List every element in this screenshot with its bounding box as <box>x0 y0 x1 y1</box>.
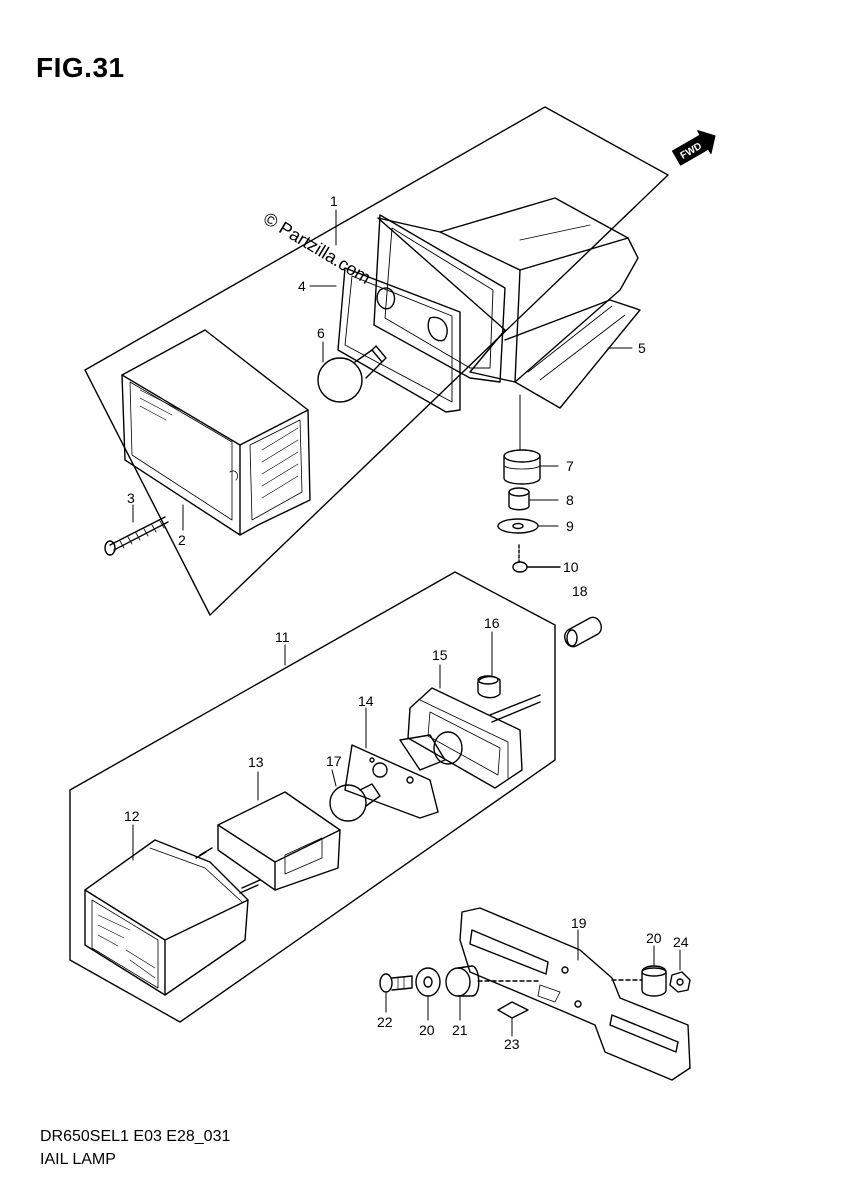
callout-20-left: 20 <box>419 1022 435 1038</box>
figure-title: FIG.31 <box>36 52 125 83</box>
callout-21: 21 <box>452 1022 468 1038</box>
callout-22: 22 <box>377 1014 393 1030</box>
callout-9: 9 <box>566 518 574 534</box>
watermark-text: © Partzilla.com <box>260 208 374 288</box>
lens-13 <box>217 791 341 891</box>
sleeve-18-icon <box>564 616 602 648</box>
screw-3-icon <box>104 516 169 556</box>
lens-12 <box>84 839 261 996</box>
callout-23: 23 <box>504 1036 520 1052</box>
callout-numbers: 1 2 3 4 5 6 7 8 9 10 11 12 13 14 15 16 1… <box>124 193 689 1052</box>
washer-20-left-icon <box>415 967 441 997</box>
callout-15: 15 <box>432 647 448 663</box>
grommet-16-icon <box>477 675 501 699</box>
bolt-22-icon <box>379 973 413 993</box>
fwd-arrow-icon: FWD <box>671 130 716 166</box>
collar-8-icon <box>508 487 530 511</box>
callout-5: 5 <box>638 340 646 356</box>
socket-15 <box>399 687 541 789</box>
callout-17: 17 <box>326 753 342 769</box>
washer-20-right-icon <box>611 965 667 997</box>
lamp-gasket <box>373 214 506 383</box>
callout-8: 8 <box>566 492 574 508</box>
clip-23-icon <box>497 1001 529 1019</box>
callout-12: 12 <box>124 808 140 824</box>
callout-3: 3 <box>127 490 135 506</box>
assembly-1-outline <box>84 106 669 616</box>
callout-16: 16 <box>484 615 500 631</box>
callout-7: 7 <box>566 458 574 474</box>
spacer-21-icon <box>445 965 541 997</box>
plate-14 <box>344 744 439 819</box>
nut-24-icon <box>669 971 691 993</box>
bolt-10-icon <box>512 544 561 573</box>
lamp-lens-cover <box>121 329 311 536</box>
callout-24: 24 <box>673 934 689 950</box>
callout-11: 11 <box>275 629 290 645</box>
callout-18: 18 <box>572 583 588 599</box>
callout-1: 1 <box>330 193 338 209</box>
section-title: IAIL LAMP <box>40 1151 116 1168</box>
callout-14: 14 <box>358 693 374 709</box>
callout-13: 13 <box>248 754 264 770</box>
model-code: DR650SEL1 E03 E28_031 <box>40 1128 231 1145</box>
assembly-11-outline <box>69 571 556 1023</box>
callout-20-right: 20 <box>646 930 662 946</box>
license-bracket-19 <box>459 907 691 1081</box>
callout-4: 4 <box>298 278 306 294</box>
callout-6: 6 <box>317 325 325 341</box>
callout-2: 2 <box>178 532 186 548</box>
callout-10: 10 <box>563 559 579 575</box>
bulb-17-icon <box>329 783 381 822</box>
leader-lines <box>132 209 681 1037</box>
washer-9-icon <box>497 518 539 534</box>
reflector-plate <box>337 267 461 413</box>
callout-19: 19 <box>571 915 587 931</box>
tail-lamp-housing <box>377 197 641 409</box>
bulb-6-icon <box>317 345 387 403</box>
grommet-7-icon <box>503 449 541 485</box>
